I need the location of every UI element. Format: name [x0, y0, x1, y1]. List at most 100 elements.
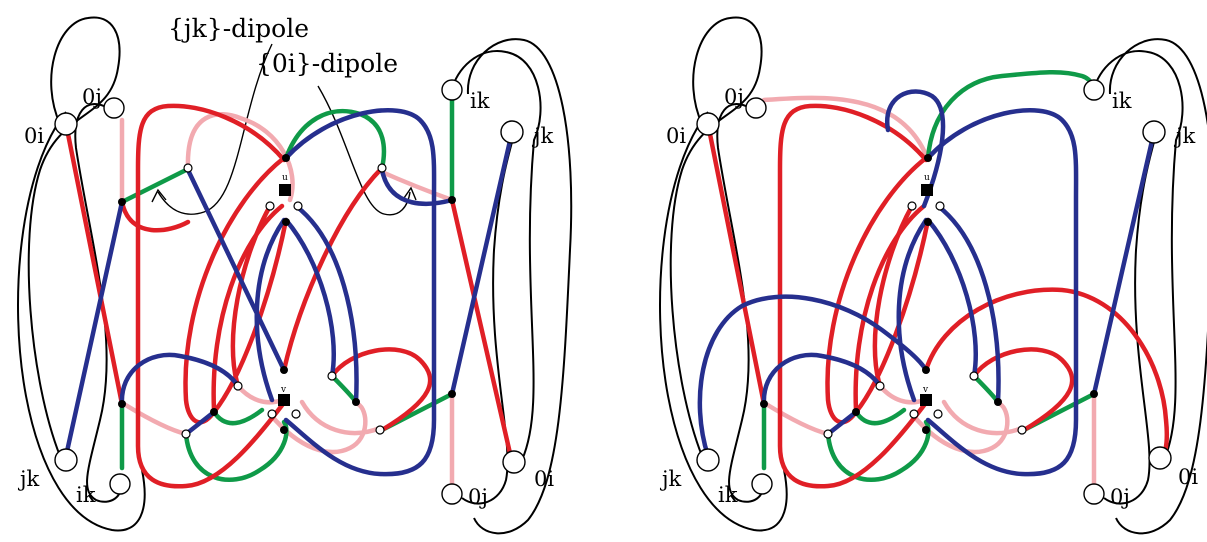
left-wire-right-ik-jk: [451, 50, 542, 461]
right-vertex: [922, 426, 930, 434]
right-vertex: [909, 409, 919, 419]
left-pink-mid: [235, 383, 285, 405]
right-label-jk-bottom: jk: [659, 467, 682, 491]
jk-dipole-pointer: [157, 43, 273, 215]
left-label-v: v: [280, 385, 287, 395]
right-blue-right-diag: [1091, 129, 1157, 397]
left-vertex: [375, 425, 385, 435]
left-graph: 0i 0j ik jk jk ik 0j 0i u v: [17, 16, 573, 535]
left-red-left-diag: [63, 121, 125, 407]
left-pink-edges: [119, 112, 455, 491]
left-pink-bottom: [121, 401, 189, 437]
right-port-0j-bottom: [1083, 483, 1105, 505]
oi-dipole-arrowhead: [403, 186, 417, 201]
left-green-top-dipole: [119, 167, 189, 205]
right-pink-mid2: [941, 399, 1025, 436]
left-vertex: [280, 366, 288, 374]
left-green-lower-left: [211, 407, 265, 426]
left-red-dipole: [119, 199, 191, 233]
right-wire-0j-to-ik: [716, 103, 764, 503]
right-wire-right-outer-loop: [1108, 38, 1207, 535]
right-vertex: [933, 409, 943, 419]
left-blue-right-diag: [449, 129, 515, 397]
left-vertex: [377, 163, 387, 173]
left-port-jk-top: [500, 120, 524, 144]
left-red-loop-c: [230, 203, 273, 389]
right-label-0j-top: 0j: [724, 85, 744, 109]
right-vertex: [924, 218, 932, 226]
left-vertex: [448, 196, 456, 204]
jk-dipole-label: {jk}-dipole: [168, 14, 309, 43]
left-vertex: [327, 371, 337, 381]
right-vertex: [852, 408, 860, 416]
left-red-edges: [63, 103, 515, 489]
left-vertex-u: [279, 184, 291, 196]
left-red-big-loop: [135, 103, 289, 489]
left-label-0j-top: 0j: [82, 85, 102, 109]
left-label-0i-bottom: 0i: [534, 467, 554, 491]
right-green-top: [925, 70, 1097, 161]
left-pink-arc: [185, 112, 295, 203]
right-port-ik-top: [1083, 79, 1105, 101]
left-vertex: [282, 154, 290, 162]
left-blue-left-diag: [63, 199, 125, 459]
right-green-mid-right: [971, 373, 1001, 405]
right-red-edges: [705, 103, 1170, 489]
left-blue-big-loop: [283, 108, 437, 477]
dipole-annotations: {jk}-dipole {0i}-dipole: [151, 14, 417, 216]
right-label-u: u: [924, 173, 930, 183]
right-red-outer-arc: [923, 287, 1170, 461]
left-vertices: [118, 154, 456, 439]
right-port-ik-bottom: [751, 473, 773, 495]
left-vertex: [118, 400, 126, 408]
left-vertex: [183, 163, 193, 173]
left-vertex: [448, 390, 456, 398]
right-pink-bottom: [763, 401, 831, 437]
left-port-0i-top: [54, 112, 78, 136]
left-vertex: [233, 381, 243, 391]
right-vertex: [935, 201, 945, 211]
jk-dipole-arrowhead: [151, 188, 167, 203]
right-vertex: [907, 201, 917, 211]
left-wire-0i-outer-loop: [17, 111, 146, 532]
left-vertex: [267, 409, 277, 419]
right-label-ik-top: ik: [1112, 89, 1132, 113]
right-blue-inner-c: [925, 217, 979, 379]
right-blue-top-loop: [884, 89, 946, 209]
left-vertex: [265, 201, 275, 211]
left-port-0i-bottom: [502, 450, 526, 474]
right-blue-inner-a: [896, 217, 929, 403]
left-vertex: [280, 426, 288, 434]
left-label-0i-top: 0i: [24, 124, 44, 148]
right-label-v: v: [922, 385, 929, 395]
left-vertex-v: [278, 394, 290, 406]
right-vertex: [969, 371, 979, 381]
left-pink-right-top: [379, 169, 455, 203]
right-vertices: [760, 154, 1098, 439]
right-port-0i-bottom: [1148, 446, 1172, 470]
right-label-ik-bottom: ik: [718, 483, 738, 507]
right-pink-edges: [761, 95, 1097, 491]
right-pink-top: [761, 95, 931, 163]
right-port-0i-top: [696, 112, 720, 136]
right-red-loop-c: [872, 203, 915, 389]
right-blue-inner-b: [935, 203, 1001, 405]
right-label-0i-top: 0i: [666, 124, 686, 148]
left-labels: 0i 0j ik jk jk ik 0j 0i u v: [17, 85, 554, 509]
left-pink-mid2: [299, 399, 383, 436]
right-wire-0i-outer-loop: [659, 111, 788, 532]
left-green-bottom-loop: [183, 419, 289, 483]
right-wire-0i-to-jk: [669, 16, 763, 457]
right-blue-lower-arc: [825, 409, 859, 437]
right-green-bottom-loop: [825, 419, 931, 483]
left-label-ik-top: ik: [470, 89, 490, 113]
left-blue-inner-b: [293, 203, 359, 405]
right-port-0j-top: [745, 97, 767, 119]
left-port-jk-bottom: [54, 448, 78, 472]
right-label-0j-bottom: 0j: [1110, 485, 1130, 509]
left-red-loop-b: [211, 203, 285, 413]
left-blue-inner-a: [254, 217, 287, 403]
right-blue-outer-arc: [697, 294, 929, 459]
right-graph: 0i 0j ik jk jk ik 0j 0i u v: [659, 16, 1207, 535]
